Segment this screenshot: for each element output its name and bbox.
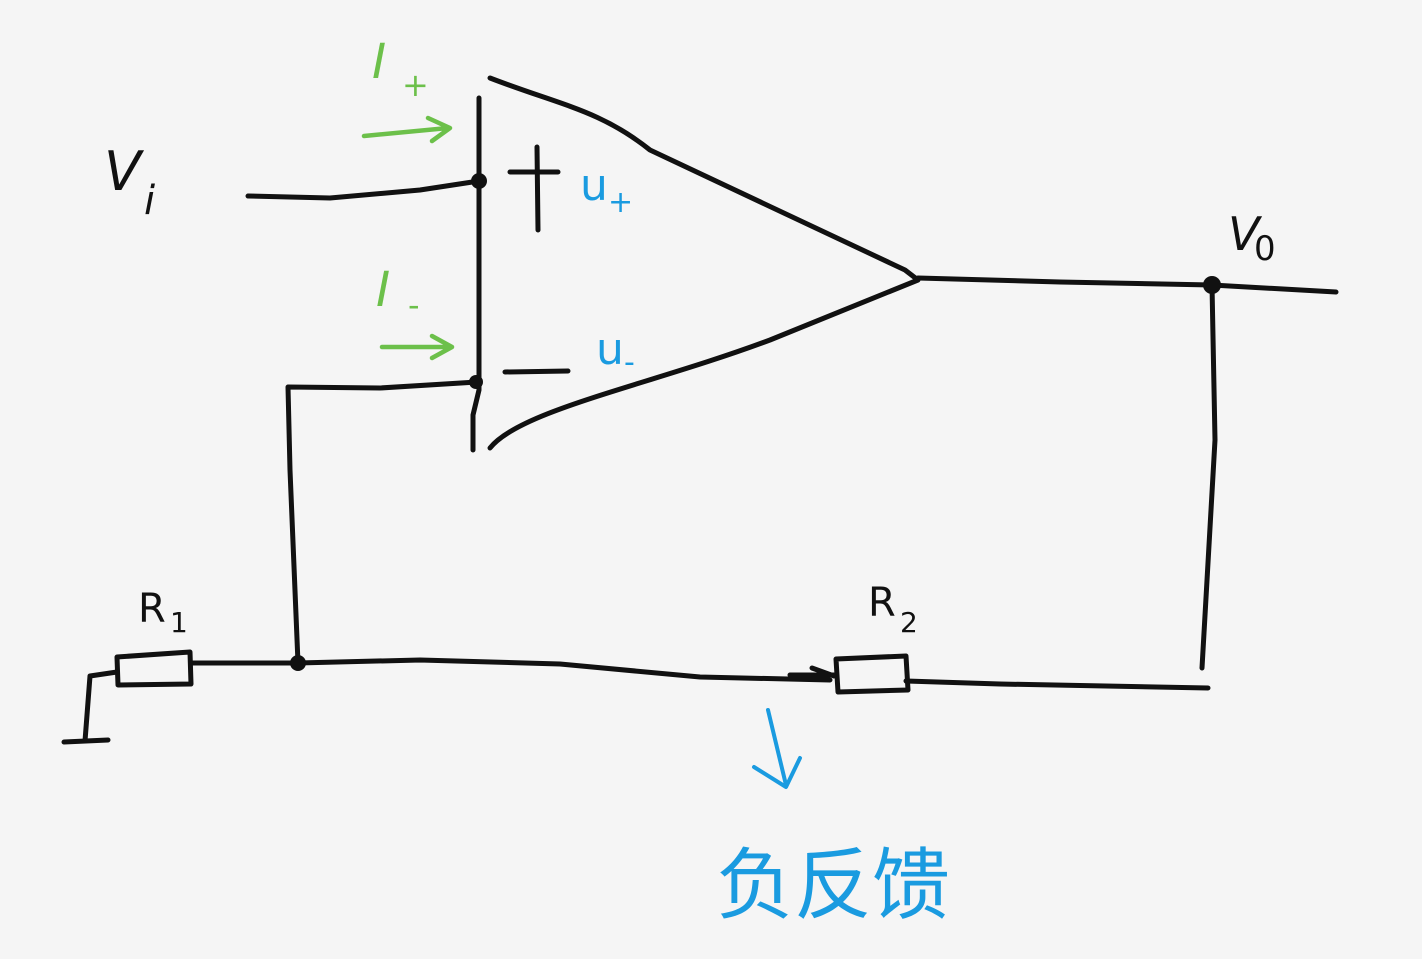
i-plus-arrow xyxy=(361,115,453,144)
u-plus-subscript: + xyxy=(608,185,633,220)
bottom-wire xyxy=(189,657,833,683)
i-plus-label: I xyxy=(372,34,386,90)
vo-subscript: 0 xyxy=(1254,229,1276,269)
u-minus-label: u xyxy=(596,324,624,375)
negative-feedback-note: 负反馈 xyxy=(716,841,950,931)
r1-label: R xyxy=(138,586,166,632)
feedback-junction-dot xyxy=(290,655,306,671)
u-plus-label: u xyxy=(580,160,608,211)
plus-sign xyxy=(507,144,561,233)
r2-resistor xyxy=(833,653,911,695)
r2-arrow-mark xyxy=(787,665,837,679)
inverting-input-wire xyxy=(285,379,480,666)
r2-label: R xyxy=(868,580,896,626)
ground-symbol xyxy=(61,737,111,745)
r1-subscript: 1 xyxy=(170,606,188,639)
vi-subscript: i xyxy=(144,178,155,224)
output-feedback-vertical xyxy=(1199,282,1218,671)
minus-sign xyxy=(502,368,571,375)
feedback-arrow xyxy=(752,708,802,789)
inverting-junction-dot xyxy=(469,375,483,389)
vi-input-wire xyxy=(245,178,482,201)
non-inverting-junction-dot xyxy=(471,173,487,189)
i-minus-label: I xyxy=(376,262,390,318)
output-junction-dot xyxy=(1203,276,1221,294)
output-wire xyxy=(915,275,1339,295)
r1-ground-lead xyxy=(82,669,120,744)
r1-resistor xyxy=(114,649,194,688)
i-plus-subscript: + xyxy=(402,66,429,104)
input-bar xyxy=(470,95,482,453)
u-minus-subscript: - xyxy=(624,345,635,380)
r2-subscript: 2 xyxy=(900,606,918,639)
op-amp-triangle xyxy=(487,75,921,451)
vo-label: V xyxy=(1228,207,1263,261)
vi-label: V xyxy=(104,140,145,203)
i-minus-subscript: - xyxy=(408,286,420,324)
r2-right-wire xyxy=(903,678,1211,691)
i-minus-arrow xyxy=(379,333,455,361)
